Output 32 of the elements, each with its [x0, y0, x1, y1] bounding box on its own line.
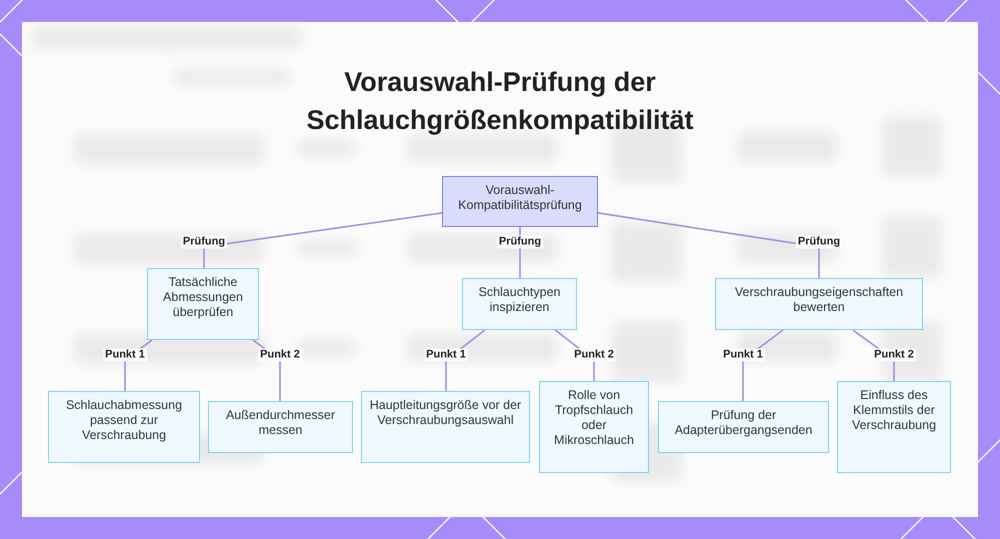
- connector-line: [203, 212, 442, 268]
- node-text: Schlauchtypen inspizieren: [477, 285, 562, 315]
- node-text: Außendurchmesser messen: [224, 408, 336, 438]
- connector-line: [598, 212, 820, 278]
- node-text: Rolle von Tropfschlauch oder Mikroschlauch: [553, 388, 635, 448]
- node-text: Einfluss des Klemmstils der Verschraubung: [850, 388, 938, 433]
- process-box: [462, 278, 577, 330]
- process-box: [658, 401, 829, 453]
- edge-label: Punkt 1: [424, 348, 468, 362]
- edge-label: Punkt 2: [258, 348, 302, 362]
- process-box: [147, 268, 259, 340]
- edge-label: Prüfung: [796, 236, 842, 248]
- edge-label: Punkt 2: [572, 348, 616, 362]
- node-text: Tatsächliche Abmessungen überprüfen: [162, 275, 244, 320]
- node-text: Schlauchabmessung passend zur Verschraubung: [64, 398, 184, 443]
- node-text: Hauptleitungsgröße vor der Verschraubungsauswahl: [368, 398, 522, 428]
- root-box: [442, 176, 598, 227]
- node-text: Prüfung der Adapterübergangsenden: [674, 408, 814, 438]
- edge-label: Prüfung: [496, 236, 544, 248]
- process-box: [208, 401, 353, 453]
- edge-label: Prüfung: [180, 236, 228, 248]
- process-box: [715, 278, 923, 330]
- process-box: [539, 381, 649, 473]
- process-box: [48, 391, 200, 463]
- process-box: [837, 381, 951, 473]
- edge-label: Punkt 1: [103, 348, 147, 362]
- node-text: Vorauswahl-Kompatibilitätsprüfung: [457, 183, 583, 213]
- node-text: Verschraubungseigenschaften bewerten: [734, 285, 904, 315]
- edge-label: Punkt 1: [721, 348, 765, 362]
- process-box: [361, 391, 530, 463]
- edge-label: Punkt 2: [872, 348, 916, 362]
- diagram-title: Vorauswahl-Prüfung der Schlauchgrößenkompatibilität: [305, 66, 695, 137]
